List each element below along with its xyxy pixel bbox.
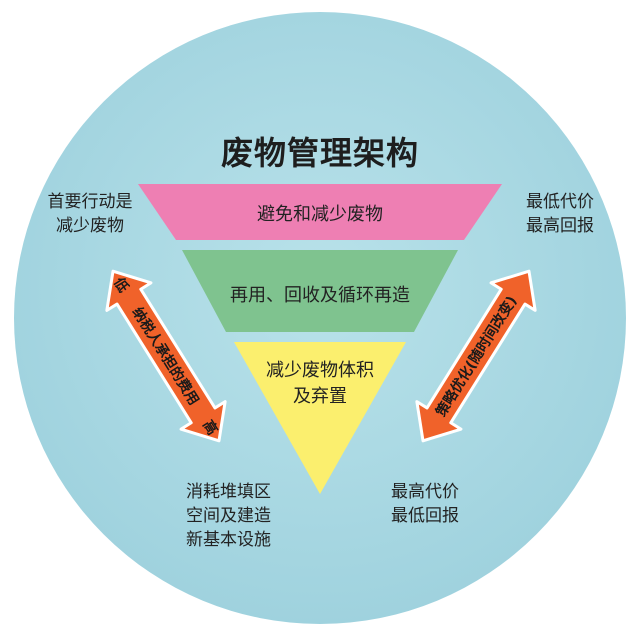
tier-middle-label: 再用、回收及循环再造 bbox=[230, 285, 410, 306]
tier-bottom-label: 减少废物体积 及弃置 bbox=[240, 358, 400, 410]
bottom-right-note: 最高代价 最低回报 bbox=[370, 480, 480, 528]
bottom-right-note-line-2: 最低回报 bbox=[391, 506, 459, 526]
diagram-title: 废物管理架构 bbox=[220, 134, 419, 172]
top-left-note: 首要行动是 减少废物 bbox=[30, 190, 150, 238]
left-arrow-shape bbox=[105, 269, 227, 443]
top-right-note: 最低代价 最高回报 bbox=[505, 190, 615, 238]
tier-top-label: 避免和减少废物 bbox=[257, 204, 383, 225]
tier-middle-band bbox=[182, 250, 458, 332]
bottom-right-note-line-1: 最高代价 bbox=[391, 482, 459, 502]
top-left-note-line-2: 减少废物 bbox=[56, 216, 124, 236]
bottom-left-note-line-3: 新基本设施 bbox=[186, 530, 271, 550]
top-right-note-line-2: 最高回报 bbox=[526, 216, 594, 236]
tier-bottom-label-line-1: 减少废物体积 bbox=[266, 360, 374, 381]
tier-top-band bbox=[138, 184, 502, 240]
bottom-left-note-line-1: 消耗堆填区 bbox=[186, 482, 271, 502]
bottom-left-note: 消耗堆填区 空间及建造 新基本设施 bbox=[186, 480, 306, 552]
top-left-note-line-1: 首要行动是 bbox=[47, 192, 133, 212]
tier-bottom-band bbox=[234, 342, 406, 494]
bottom-left-note-line-2: 空间及建造 bbox=[186, 506, 271, 526]
tier-bottom-label-line-2: 及弃置 bbox=[293, 386, 347, 407]
top-right-note-line-1: 最低代价 bbox=[526, 192, 594, 212]
right-arrow-shape bbox=[415, 269, 537, 443]
